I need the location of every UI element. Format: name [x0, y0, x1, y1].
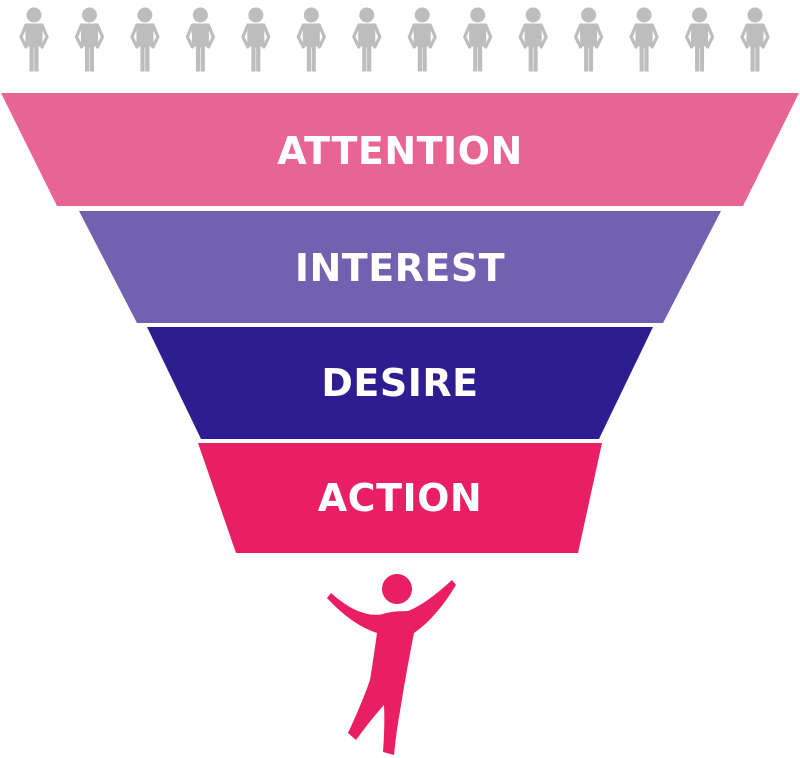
stage-attention-label: ATTENTION [277, 129, 523, 173]
stage-interest-label: INTEREST [295, 246, 505, 290]
stage-attention: ATTENTION [1, 93, 799, 206]
audience-row [19, 6, 770, 73]
stage-desire-label: DESIRE [321, 361, 478, 405]
standing-person-icon [407, 6, 437, 73]
standing-person-icon [19, 6, 49, 73]
standing-person-icon [74, 6, 105, 73]
standing-person-icon [684, 6, 715, 73]
stage-interest: INTEREST [79, 211, 721, 323]
standing-person-icon [629, 6, 659, 73]
celebrating-person-icon [327, 574, 456, 755]
standing-person-icon [463, 6, 493, 73]
stage-desire: DESIRE [147, 327, 653, 439]
stage-action-label: ACTION [318, 476, 482, 520]
stage-action-band [198, 443, 602, 553]
stage-action: ACTION [198, 443, 602, 553]
standing-person-icon [740, 6, 770, 73]
funnel-stages: ATTENTION INTEREST DESIRE ACTION [1, 93, 799, 553]
stage-desire-band [147, 327, 653, 439]
standing-person-icon [518, 6, 548, 73]
standing-person-icon [296, 6, 326, 73]
standing-person-icon [185, 6, 215, 73]
standing-person-icon [352, 6, 382, 73]
standing-person-icon [241, 6, 271, 73]
standing-person-icon [130, 6, 160, 73]
stage-interest-band [79, 211, 721, 323]
stage-attention-band [1, 93, 799, 206]
standing-person-icon [574, 6, 604, 73]
